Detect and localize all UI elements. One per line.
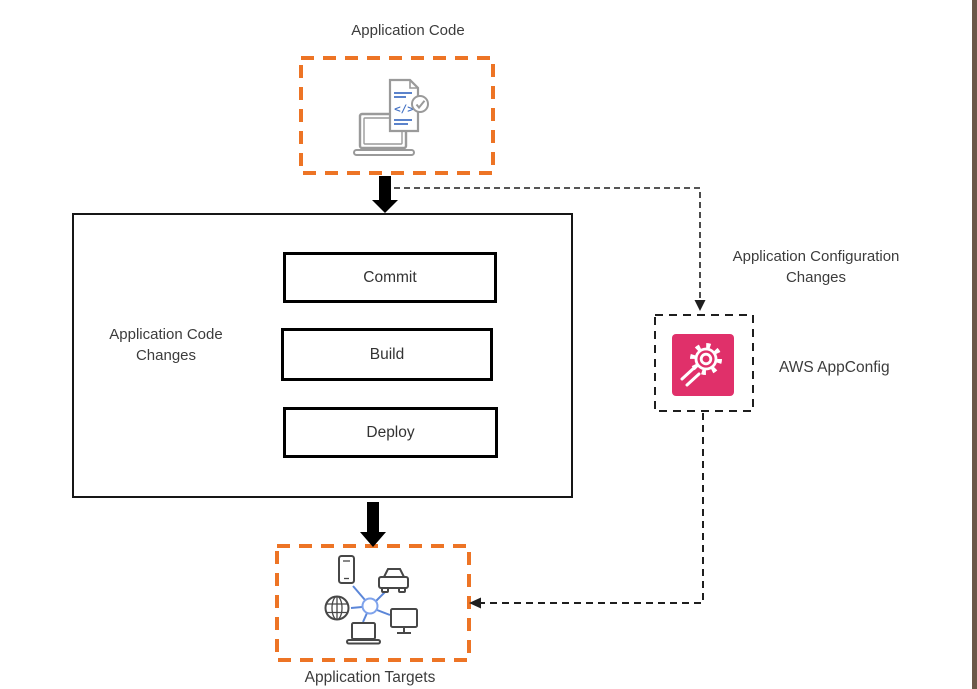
config-changes-label: Application Configuration Changes (732, 248, 900, 286)
network-hub-icon (361, 597, 379, 615)
pipeline-to-targets-arrow (360, 502, 386, 547)
step-deploy: Deploy (283, 407, 498, 458)
check-circle-icon (411, 95, 429, 113)
appconfig-to-targets-arrowhead (469, 597, 481, 609)
code-to-appconfig-connector (394, 187, 701, 300)
monitor-icon (390, 608, 418, 634)
application-targets-label: Application Targets (304, 669, 436, 686)
pipeline-title: Application Code Changes (109, 326, 223, 364)
laptop-small-icon (346, 622, 381, 645)
application-code-boundary (299, 56, 495, 175)
appconfig-to-targets-connector (481, 413, 704, 604)
step-commit: Commit (283, 252, 497, 303)
smartphone-icon (338, 555, 355, 584)
appconfig-label: AWS AppConfig (779, 359, 890, 376)
aws-appconfig-gear-icon (672, 334, 734, 396)
right-edge-bar (972, 0, 977, 689)
code-document-laptop-icon: </> (353, 78, 429, 156)
step-build: Build (281, 328, 493, 381)
car-icon (378, 568, 409, 593)
code-glyph: </> (394, 103, 414, 116)
speed-lines-icon (680, 366, 701, 387)
application-code-label: Application Code (351, 22, 465, 39)
network-spokes (350, 585, 391, 623)
globe-icon (324, 595, 350, 621)
code-to-pipeline-arrow (372, 176, 398, 213)
connected-devices-icon (324, 555, 418, 645)
gear-icon (690, 343, 722, 375)
appconfig-boundary (654, 314, 754, 412)
code-to-appconfig-arrowhead (694, 300, 706, 311)
